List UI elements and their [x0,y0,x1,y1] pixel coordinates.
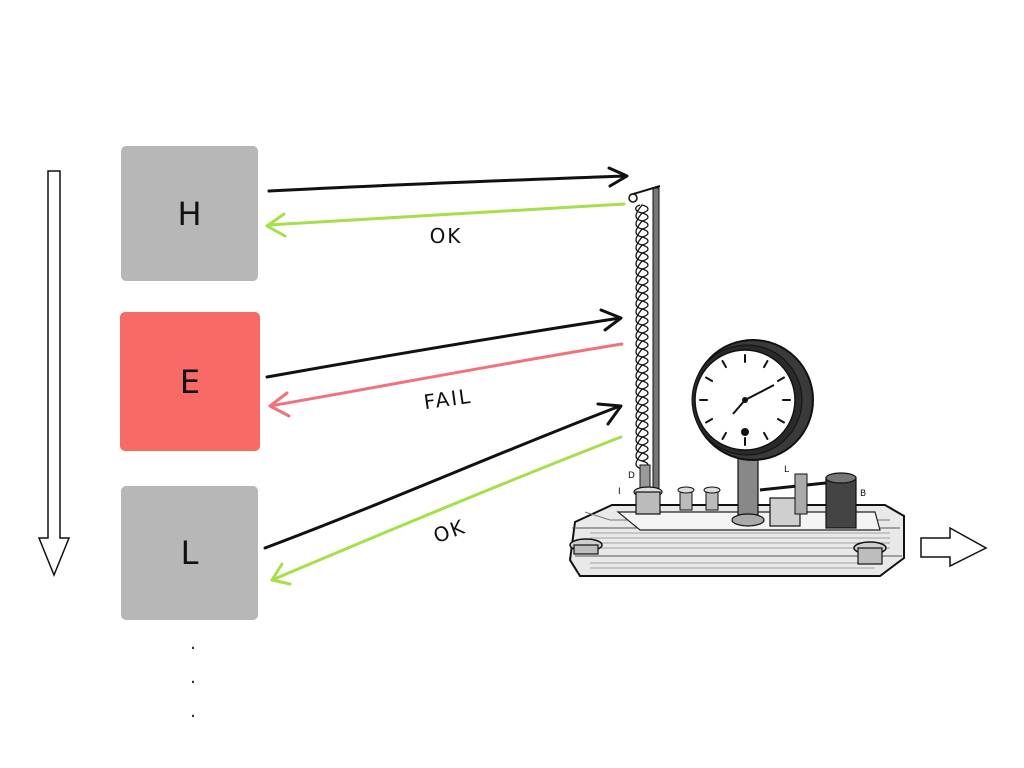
svg-text:B: B [860,489,866,499]
letter-box-h: H [121,146,258,281]
dial-tick [721,360,727,369]
dial-tick [705,418,714,424]
letter-e: E [179,362,201,401]
galvanometer-apparatus-engraving: D I B L [568,185,905,577]
dial-tick [776,418,785,424]
letter-l: L [180,534,199,572]
right-arrow-icon [920,526,988,568]
response-label-ok-2: OK [430,514,469,548]
request-arrow-l [263,402,623,550]
response-arrow-fail [268,342,624,418]
svg-text:I: I [618,487,621,497]
request-arrow-h [267,166,629,193]
response-arrow-ok-1 [265,202,626,238]
request-arrow-e [265,308,623,379]
dial-tick [776,376,785,382]
letter-h: H [177,194,202,233]
response-label-fail: FAIL [422,384,473,415]
response-arrow-ok-2 [270,435,623,586]
down-arrow-icon [37,170,71,577]
svg-text:D: D [628,471,635,481]
dial-tick [763,360,769,369]
svg-text:L: L [784,465,789,475]
response-label-ok-1: OK [430,224,463,248]
dial-tick [705,376,714,382]
continuation-dots: ··· [190,638,196,727]
dial-tick [721,431,727,440]
dial-tick [763,431,769,440]
letter-box-e: E [120,312,260,451]
letter-box-l: L [121,486,258,620]
